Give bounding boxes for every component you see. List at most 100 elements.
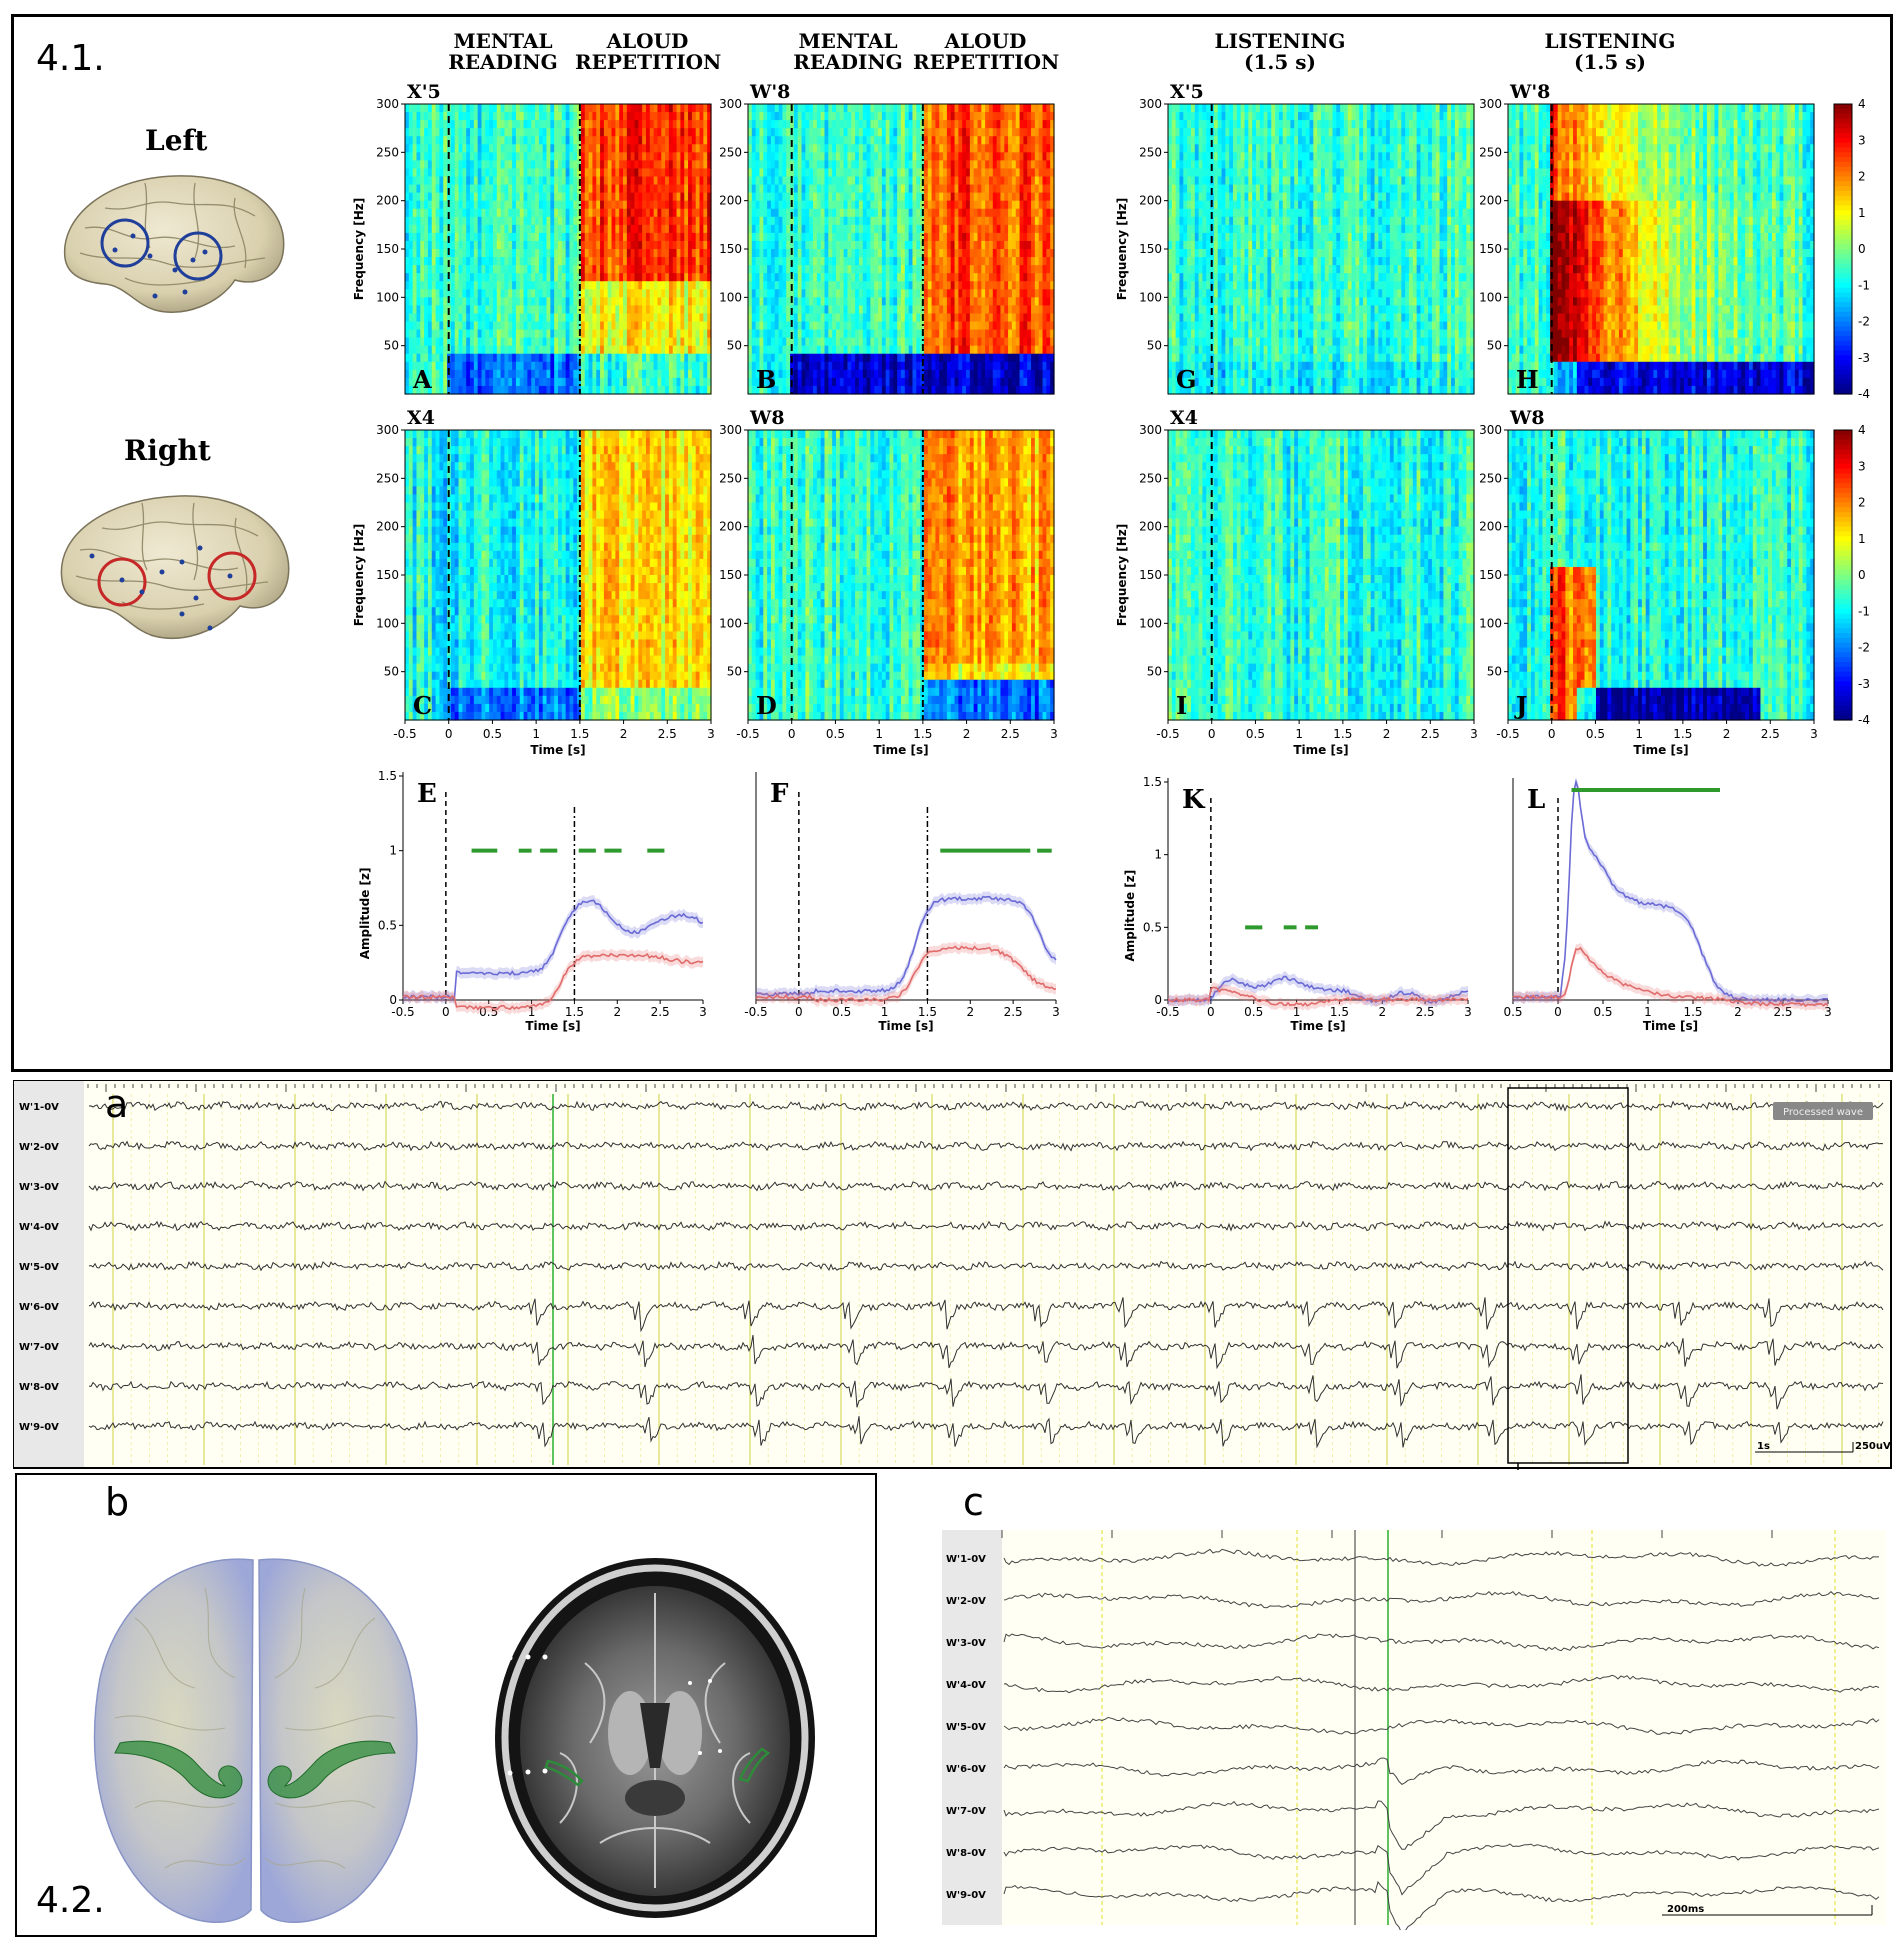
series-band-red xyxy=(1168,982,1468,1011)
series-line-red xyxy=(402,952,704,1011)
y-tick-label: 150 xyxy=(719,242,742,256)
glass-brain-3d xyxy=(93,1558,418,1924)
x-tick-label: 0 xyxy=(1207,1005,1215,1019)
y-tick-label: 150 xyxy=(1139,242,1162,256)
eeg-channel-label: W'1-0V xyxy=(946,1554,986,1565)
eeg-channel-label: W'3-0V xyxy=(19,1182,59,1193)
y-tick-label: 250 xyxy=(1139,145,1162,159)
x-tick-label: 0.5 xyxy=(1586,727,1605,741)
colorbar-tick: 4 xyxy=(1858,97,1866,111)
y-tick-label: 250 xyxy=(719,145,742,159)
x-tick-label: 1.5 xyxy=(565,1005,584,1019)
y-tick-label: 50 xyxy=(1147,665,1162,679)
eeg-trace xyxy=(88,1260,1884,1272)
y-tick-label: 100 xyxy=(1479,290,1502,304)
brain-right-roi-2 xyxy=(207,551,257,601)
y-tick-label: 50 xyxy=(384,665,399,679)
brain-right-roi-1 xyxy=(97,557,147,607)
scale-label-time: 1s xyxy=(1757,1441,1770,1452)
eeg-c-label-column xyxy=(942,1530,1002,1925)
series-line-red xyxy=(1512,946,1829,1008)
panel-letter-E: E xyxy=(417,779,437,809)
eeg-channel-label: W'1-0V xyxy=(19,1102,59,1113)
y-tick-label: 250 xyxy=(1479,471,1502,485)
eeg-trace xyxy=(88,1100,1884,1112)
eeg-channel-label: W'8-0V xyxy=(19,1382,59,1393)
eeg-trace xyxy=(1003,1843,1880,1896)
eeg-a-label-column xyxy=(14,1081,84,1467)
colorbar-tick: -3 xyxy=(1858,677,1870,691)
eeg-trace xyxy=(1003,1591,1880,1609)
x-tick-label: 1 xyxy=(1644,1005,1652,1019)
x-tick-label: 0.5 xyxy=(1246,727,1265,741)
colorbar-tick: 2 xyxy=(1858,170,1866,184)
panel-letter-c: c xyxy=(963,1480,984,1524)
x-tick-label: 1 xyxy=(1295,727,1303,741)
x-tick-label: 2.5 xyxy=(658,727,677,741)
y-tick-label: 50 xyxy=(727,339,742,353)
eeg-trace xyxy=(1003,1800,1880,1850)
colorbar-tick: 4 xyxy=(1858,423,1866,437)
x-axis-label: Time [s] xyxy=(1290,1019,1345,1033)
x-tick-label: 0.5 xyxy=(826,727,845,741)
section-label-4-1: 4.1. xyxy=(36,38,105,79)
x-tick-label: 2 xyxy=(620,727,628,741)
eeg-trace xyxy=(88,1374,1884,1410)
eeg-panel-c: W'1-0VW'2-0VW'3-0VW'4-0VW'5-0VW'6-0VW'7-… xyxy=(942,1530,1886,1930)
panel-letter-L: L xyxy=(1527,785,1545,815)
eeg-channel-label: W'9-0V xyxy=(946,1890,986,1901)
x-tick-label: 2.5 xyxy=(1004,1005,1023,1019)
panel-letter-a: a xyxy=(105,1082,128,1126)
colorbar-tick: -1 xyxy=(1858,278,1870,292)
x-tick-label: 3 xyxy=(707,727,715,741)
x-tick-label: 2.5 xyxy=(1773,1005,1792,1019)
eeg-channel-label: W'7-0V xyxy=(946,1806,986,1817)
x-tick-label: 2 xyxy=(963,727,971,741)
mri-axial-slice xyxy=(495,1558,815,1918)
x-axis-label: Time [s] xyxy=(873,743,928,757)
y-tick-label: 150 xyxy=(1479,568,1502,582)
header-listening-1: LISTENING (1.5 s) xyxy=(1185,31,1375,73)
y-tick-label: 300 xyxy=(1479,423,1502,437)
panel-letter-I: I xyxy=(1176,691,1187,720)
x-tick-label: 3 xyxy=(1470,727,1478,741)
channel-label: X4 xyxy=(1170,407,1198,429)
panel-b-frame xyxy=(15,1473,877,1937)
tract-right xyxy=(267,1740,396,1799)
x-axis-label: Time [s] xyxy=(1643,1019,1698,1033)
y-tick-label: 100 xyxy=(719,616,742,630)
y-tick-label: 1.5 xyxy=(1143,775,1162,789)
series-line-blue xyxy=(402,899,704,1001)
x-axis-label: Time [s] xyxy=(878,1019,933,1033)
brain-left-roi-2 xyxy=(173,231,223,281)
y-tick-label: 250 xyxy=(1139,471,1162,485)
eeg-trace xyxy=(1003,1880,1880,1930)
y-tick-label: 0 xyxy=(389,993,397,1007)
x-tick-label: 0 xyxy=(1554,1005,1562,1019)
x-tick-label: 1 xyxy=(1293,1005,1301,1019)
eeg-channel-label: W'3-0V xyxy=(946,1638,986,1649)
x-tick-label: 1.5 xyxy=(1683,1005,1702,1019)
x-axis-label: Time [s] xyxy=(530,743,585,757)
series-band-blue xyxy=(1513,776,1828,1007)
y-tick-label: 1.5 xyxy=(378,769,397,783)
colorbar-tick: -2 xyxy=(1858,641,1870,655)
x-tick-label: 1.5 xyxy=(570,727,589,741)
colorbar-tick: 3 xyxy=(1858,133,1866,147)
x-tick-label: 0 xyxy=(1548,727,1556,741)
x-tick-label: 1.5 xyxy=(913,727,932,741)
x-tick-label: 2 xyxy=(1383,727,1391,741)
mri-tract-right xyxy=(738,1747,771,1783)
y-tick-label: 300 xyxy=(376,423,399,437)
x-tick-label: 3 xyxy=(699,1005,707,1019)
eeg-channel-label: W'4-0V xyxy=(946,1680,986,1691)
colorbar-tick: -2 xyxy=(1858,315,1870,329)
x-tick-label: -0.5 xyxy=(1156,727,1179,741)
x-tick-label: 2.5 xyxy=(651,1005,670,1019)
